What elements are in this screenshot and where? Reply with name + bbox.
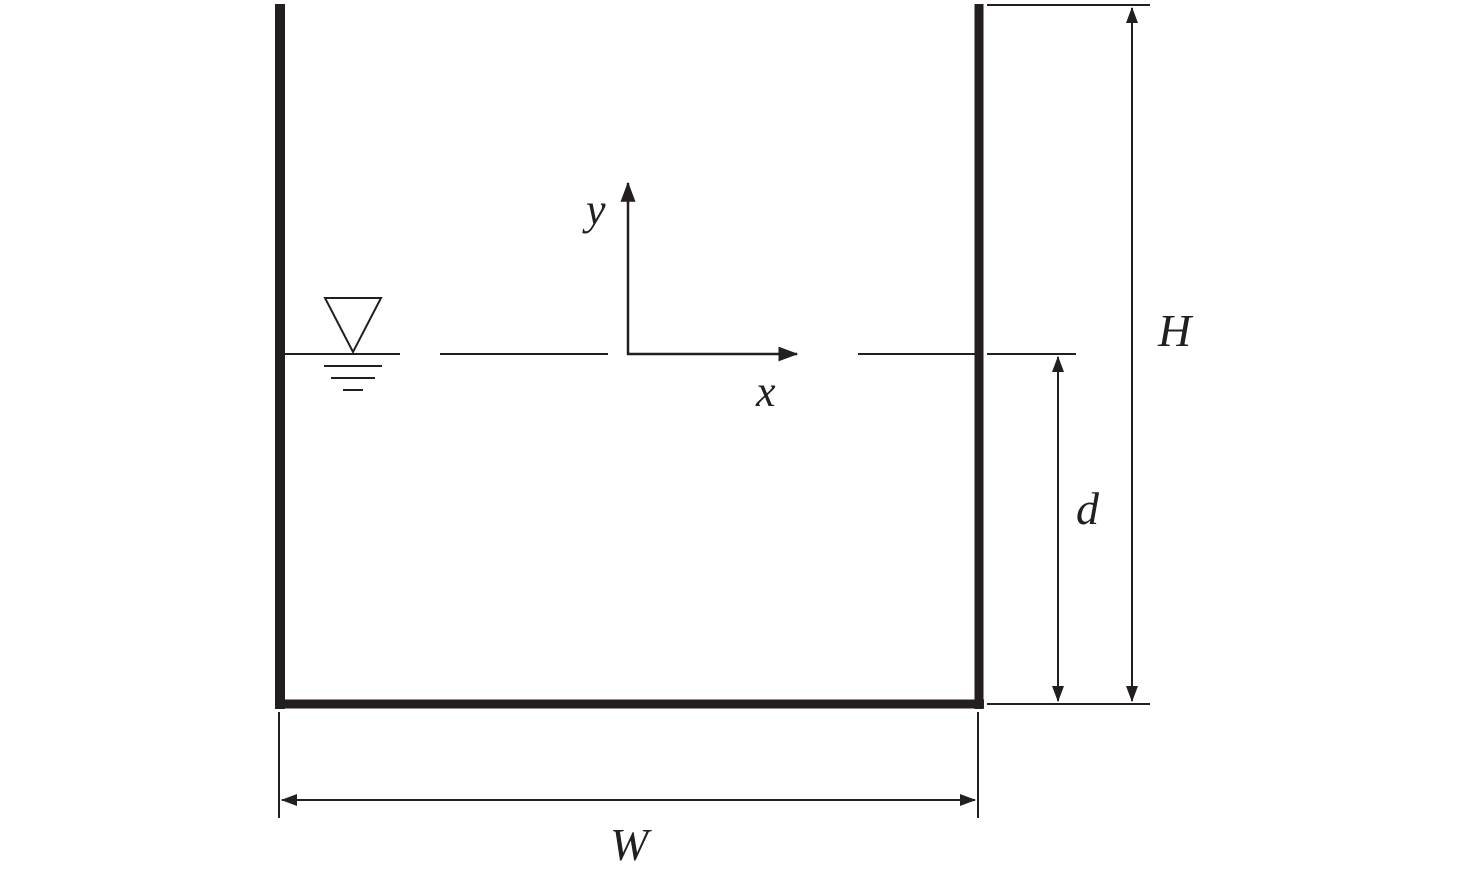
x-axis-label: x bbox=[755, 367, 776, 416]
tank bbox=[275, 4, 984, 709]
water-level-triangle-icon bbox=[323, 297, 383, 391]
width-dimension bbox=[278, 712, 979, 818]
coordinate-axes bbox=[620, 181, 799, 362]
height-dimension bbox=[987, 4, 1150, 705]
depth-label: d bbox=[1076, 483, 1100, 534]
width-label: W bbox=[610, 819, 652, 870]
height-label: H bbox=[1157, 305, 1194, 356]
y-axis-label: y bbox=[582, 185, 606, 234]
